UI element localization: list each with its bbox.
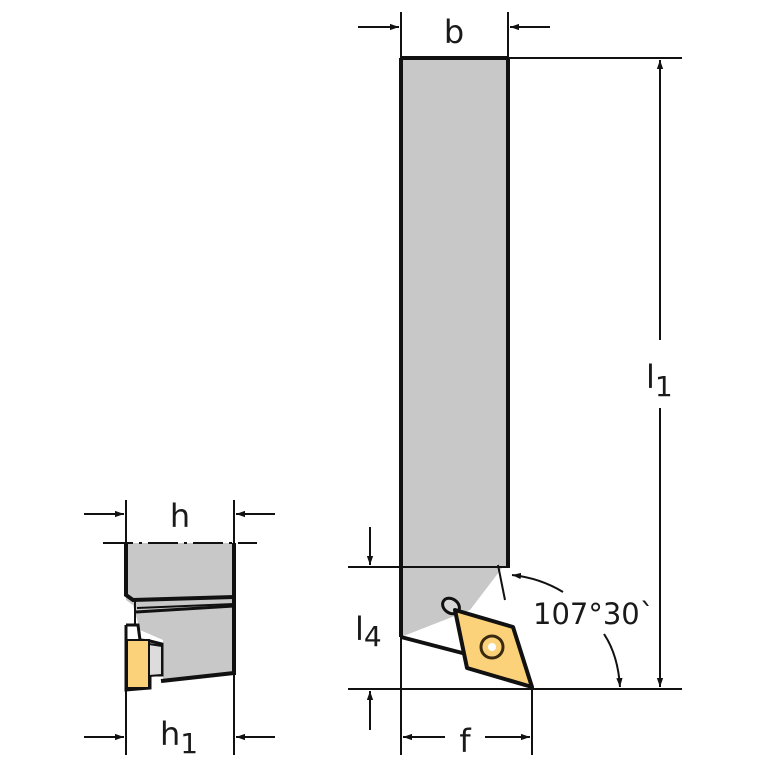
- side-view: h h1: [84, 497, 275, 760]
- dim-label-l1: l1: [646, 358, 673, 403]
- dim-label-f: f: [459, 722, 471, 760]
- dim-label-b: b: [444, 13, 464, 51]
- top-view: b l1 l4 f 107°30`: [348, 12, 682, 760]
- angle-label: 107°30`: [533, 597, 654, 631]
- side-body: [126, 543, 234, 683]
- side-insert: [126, 639, 150, 689]
- shank-body: [401, 58, 508, 637]
- dim-label-h1: h1: [160, 715, 198, 760]
- dim-label-h: h: [170, 497, 190, 535]
- dim-label-l4: l4: [355, 610, 382, 653]
